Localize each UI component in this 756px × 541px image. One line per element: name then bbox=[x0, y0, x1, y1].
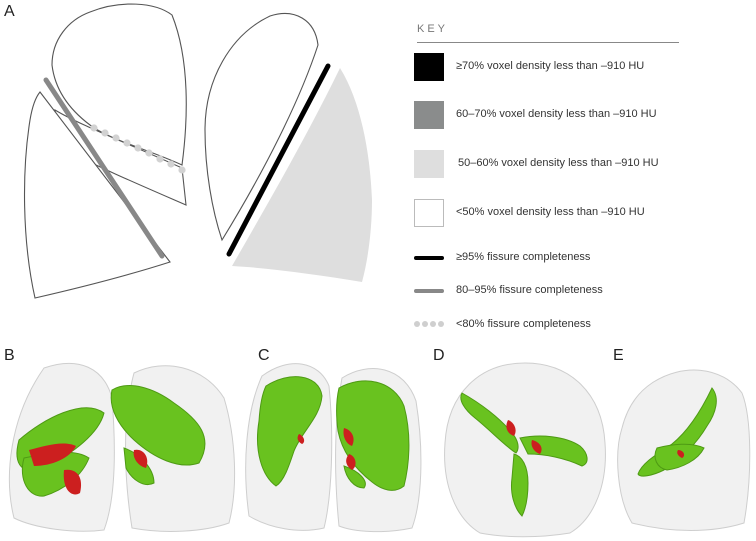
key-label: <50% voxel density less than –910 HU bbox=[456, 206, 645, 218]
render-panel-b bbox=[8, 363, 236, 532]
panel-label-d: D bbox=[433, 347, 445, 364]
fissure-surface-green bbox=[637, 387, 717, 477]
render-panel-d bbox=[444, 362, 606, 538]
left-upper-lobe bbox=[204, 13, 319, 242]
lung-lobe-schematic bbox=[23, 3, 372, 299]
density-swatch-light-gray bbox=[414, 150, 444, 178]
right-upper-lobe bbox=[51, 3, 187, 166]
render-panel-e bbox=[617, 369, 751, 531]
right-oblique-fissure bbox=[43, 77, 165, 259]
fissure-dots bbox=[414, 321, 448, 329]
panel-label-c: C bbox=[258, 347, 270, 364]
fissure-surface-green bbox=[257, 376, 410, 491]
key-label: ≥70% voxel density less than –910 HU bbox=[456, 60, 645, 72]
key-title: KEY bbox=[417, 23, 449, 35]
fissure-defect-red bbox=[29, 443, 148, 495]
fissure-line-black bbox=[414, 256, 444, 260]
render-panel-c bbox=[245, 363, 422, 533]
key-label: 50–60% voxel density less than –910 HU bbox=[458, 157, 659, 169]
panel-label-e: E bbox=[613, 347, 624, 364]
fissure-defect-red bbox=[297, 428, 356, 470]
density-swatch-black bbox=[414, 53, 444, 81]
key-label: 60–70% voxel density less than –910 HU bbox=[456, 108, 657, 120]
lung-surface bbox=[444, 362, 606, 538]
fissure-line-gray bbox=[414, 289, 444, 293]
left-lower-lobe bbox=[232, 68, 372, 282]
density-swatch-dark-gray bbox=[414, 101, 444, 129]
key-label: ≥95% fissure completeness bbox=[456, 251, 591, 263]
key-label: <80% fissure completeness bbox=[456, 318, 591, 330]
left-oblique-fissure bbox=[226, 63, 331, 257]
panel-label-b: B bbox=[4, 347, 15, 364]
key-label: 80–95% fissure completeness bbox=[456, 284, 603, 296]
fissure-defect-red bbox=[506, 420, 542, 454]
key-divider bbox=[417, 42, 679, 43]
fissure-defect-red bbox=[677, 450, 685, 458]
density-swatch-white bbox=[414, 199, 444, 227]
right-horizontal-fissure bbox=[90, 124, 186, 174]
panel-label-a: A bbox=[4, 3, 15, 20]
right-lower-lobe bbox=[23, 91, 171, 299]
